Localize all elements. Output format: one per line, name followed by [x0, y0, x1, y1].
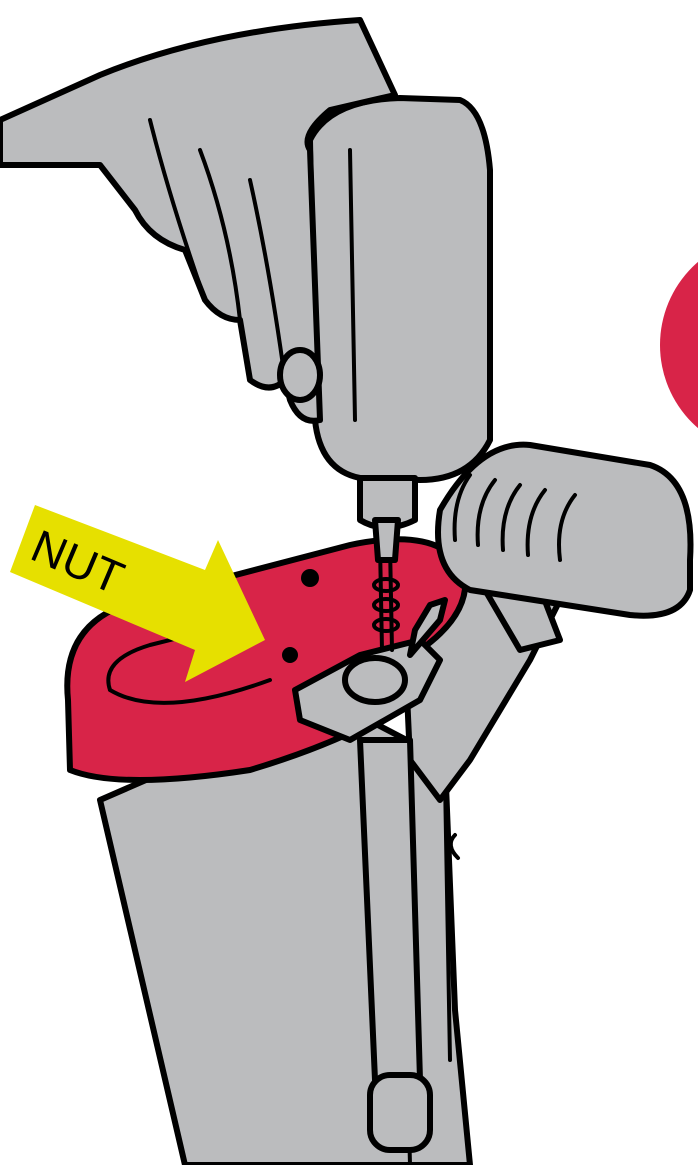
callout-arrow	[10, 505, 265, 682]
grip-rib-3	[500, 483, 522, 552]
grip-rib-5	[557, 493, 577, 562]
grip-rib-2	[475, 478, 497, 547]
red-circle-partial	[660, 261, 698, 429]
drill-grip	[435, 441, 694, 619]
cap-hole	[301, 569, 319, 587]
grip-rib-4	[525, 488, 547, 557]
drill-bit	[372, 517, 401, 563]
spring-coil-3	[372, 617, 400, 633]
handle-knob	[367, 1072, 433, 1153]
finger-line-1	[148, 118, 207, 302]
finger-line-3	[248, 178, 287, 382]
spring-coil-1	[372, 577, 400, 593]
hand	[0, 17, 398, 424]
red-cap-inner-curve	[108, 678, 272, 705]
cylinder-edge-line-2	[443, 778, 452, 1062]
thumb-tip	[277, 347, 323, 403]
red-cap-rim-line	[106, 618, 252, 692]
bracket-bolt	[448, 833, 460, 860]
lever-knob	[342, 655, 408, 705]
spring-coil-2	[372, 597, 400, 613]
drill-seam	[348, 148, 357, 422]
finger-line-2	[198, 148, 242, 322]
wing-nut	[407, 597, 448, 658]
grip-rib-1	[452, 473, 472, 542]
drill-body	[307, 95, 493, 483]
nut-hole	[282, 647, 298, 663]
